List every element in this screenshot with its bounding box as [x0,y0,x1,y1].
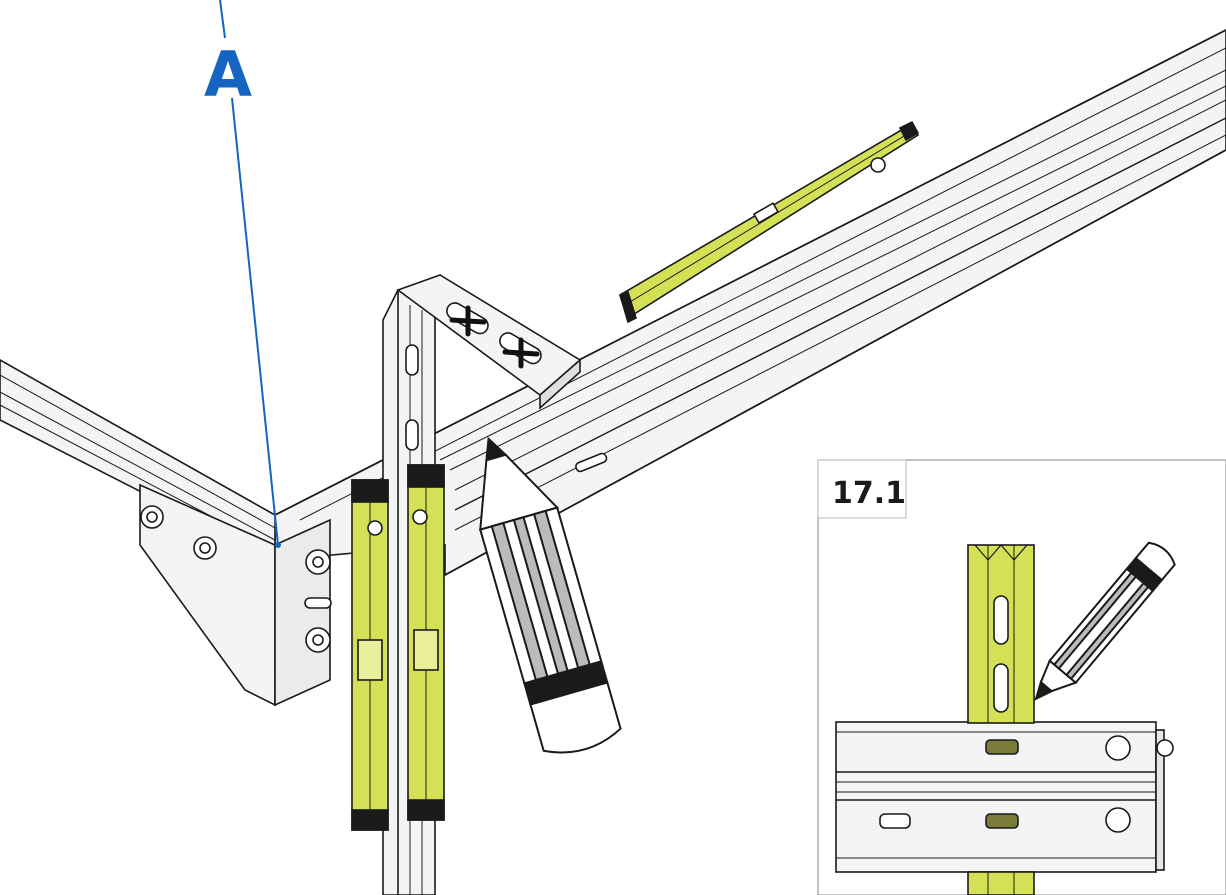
top-bracket [396,274,582,410]
spirit-level-icon [619,120,920,324]
cross-mark-icon [449,305,540,369]
corner-bracket [139,483,332,707]
callout-a: A [204,0,281,548]
vertical-level-right [407,464,445,821]
inset-upright [967,544,1035,895]
pencil-icon [479,436,622,754]
inset-label: 17.1 [832,476,906,511]
inset-pencil-icon [1034,541,1176,701]
callout-label: A [204,38,252,111]
vertical-level-left [351,479,389,831]
detail-inset: 17.1 [817,459,1226,895]
inset-rail [835,721,1174,873]
